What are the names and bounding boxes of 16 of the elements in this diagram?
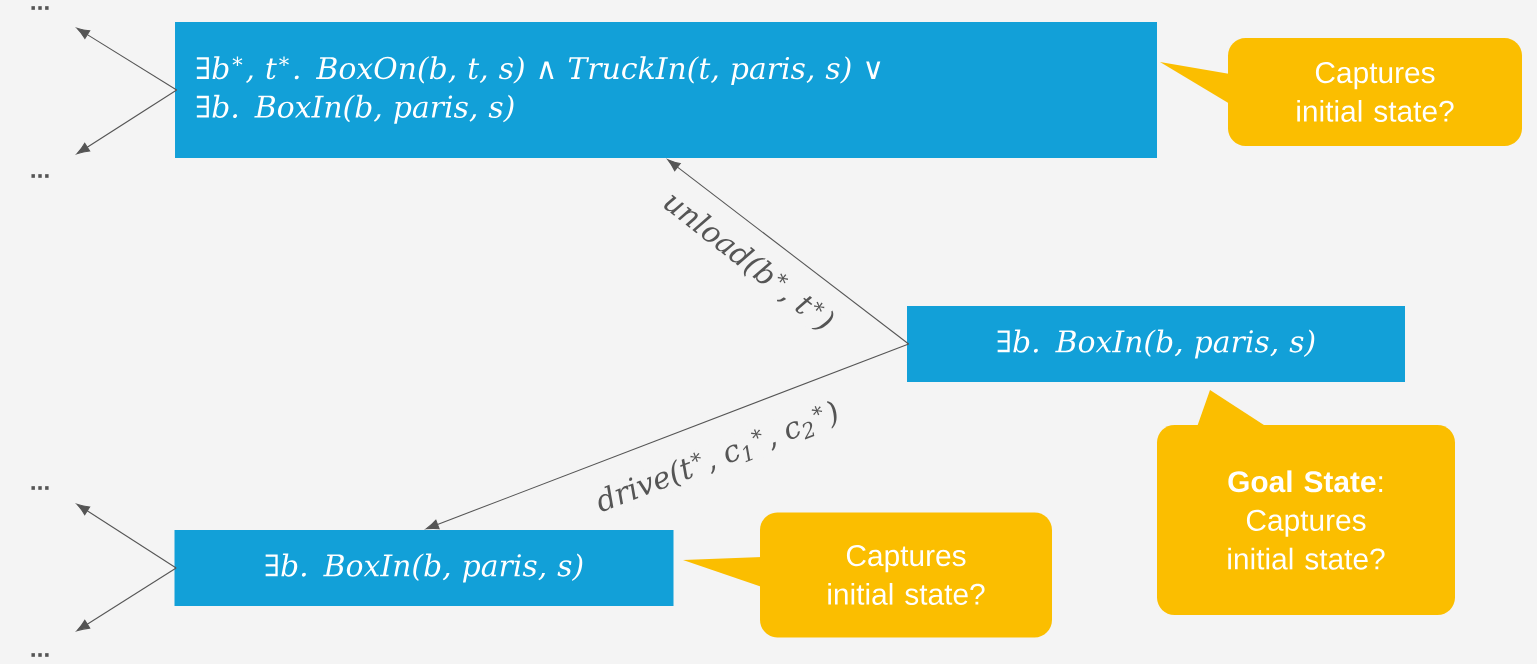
arrow [76,567,177,632]
speech-bubble: Goal State: Captures initial state? [1157,390,1455,615]
ellipsis: ... [31,486,49,490]
arrow [667,159,910,345]
ellipsis: ... [31,6,49,10]
formula-box: ∃b. BoxIn(b, paris, s) [174,530,674,606]
arrow [425,343,910,530]
arrow [76,27,178,91]
speech-bubble: Captures initial state? [683,512,1052,638]
formula-box: ∃b. BoxIn(b, paris, s) [907,306,1405,382]
arrow [76,89,178,155]
ellipsis: ... [31,653,49,657]
speech-bubble: Captures initial state? [1160,38,1522,146]
formula-box: ∃b$^{∗}$, t$^{∗}$. BoxOn(b, t, s) ∧ TruckIn(t, paris, s) ∨ ∃b. BoxIn(b, paris, s) [175,22,1157,158]
arrow [76,503,177,569]
ellipsis: ... [31,174,49,178]
